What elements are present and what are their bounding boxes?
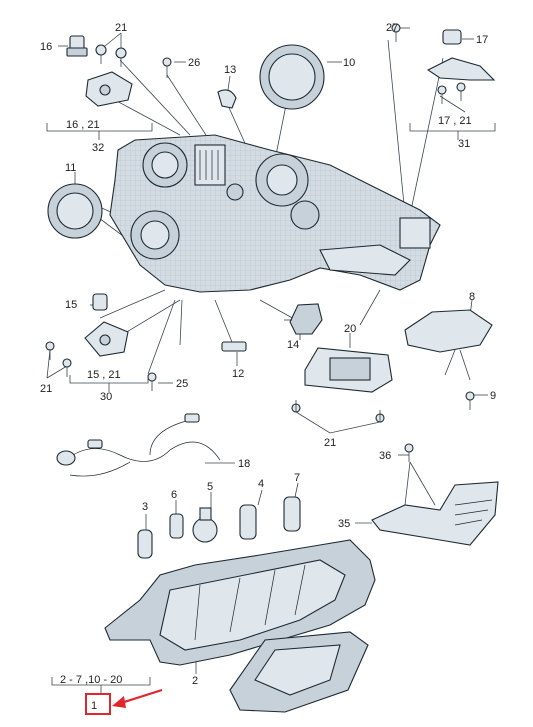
label-20: 20 [344, 323, 356, 335]
group-31-sub: 17 , 21 [438, 115, 472, 127]
label-12: 12 [232, 368, 244, 380]
group-32-sub: 16 , 21 [66, 119, 100, 131]
label-21c: 21 [324, 437, 336, 449]
group-32-main: 32 [92, 142, 104, 154]
group-31-main: 31 [458, 138, 470, 150]
label-21a: 21 [115, 22, 127, 34]
label-35: 35 [338, 518, 350, 530]
label-26: 26 [188, 57, 200, 69]
label-18: 18 [238, 458, 250, 470]
headlight-lens [104, 539, 376, 713]
group-brackets [46, 123, 496, 695]
group-1-sub: 2 - 7 ,10 - 20 [60, 674, 122, 686]
label-14: 14 [287, 339, 299, 351]
label-5: 5 [207, 481, 213, 493]
label-17a: 17 [476, 34, 488, 46]
label-21b: 21 [40, 383, 52, 395]
label-10: 10 [343, 57, 355, 69]
label-8: 8 [469, 291, 475, 303]
label-15a: 15 [65, 299, 77, 311]
label-6: 6 [171, 489, 177, 501]
bulbs [137, 496, 301, 559]
highlight-marker [85, 688, 163, 715]
label-4: 4 [258, 478, 264, 490]
label-13: 13 [224, 64, 236, 76]
label-3: 3 [142, 501, 148, 513]
group-30-sub: 15 , 21 [87, 369, 121, 381]
small-parts [45, 23, 499, 559]
label-9: 9 [490, 390, 496, 402]
label-25: 25 [176, 378, 188, 390]
label-16a: 16 [40, 41, 52, 53]
callout-labels: 16 21 26 13 10 27 17 11 15 21 14 12 25 2… [40, 22, 496, 712]
headlight-housing [109, 134, 441, 293]
label-2: 2 [192, 675, 198, 687]
group-1-main: 1 [91, 700, 97, 712]
label-11: 11 [65, 162, 76, 174]
group-30-main: 30 [100, 391, 112, 403]
label-27: 27 [386, 22, 398, 34]
label-7: 7 [294, 472, 300, 484]
label-36: 36 [379, 450, 391, 462]
